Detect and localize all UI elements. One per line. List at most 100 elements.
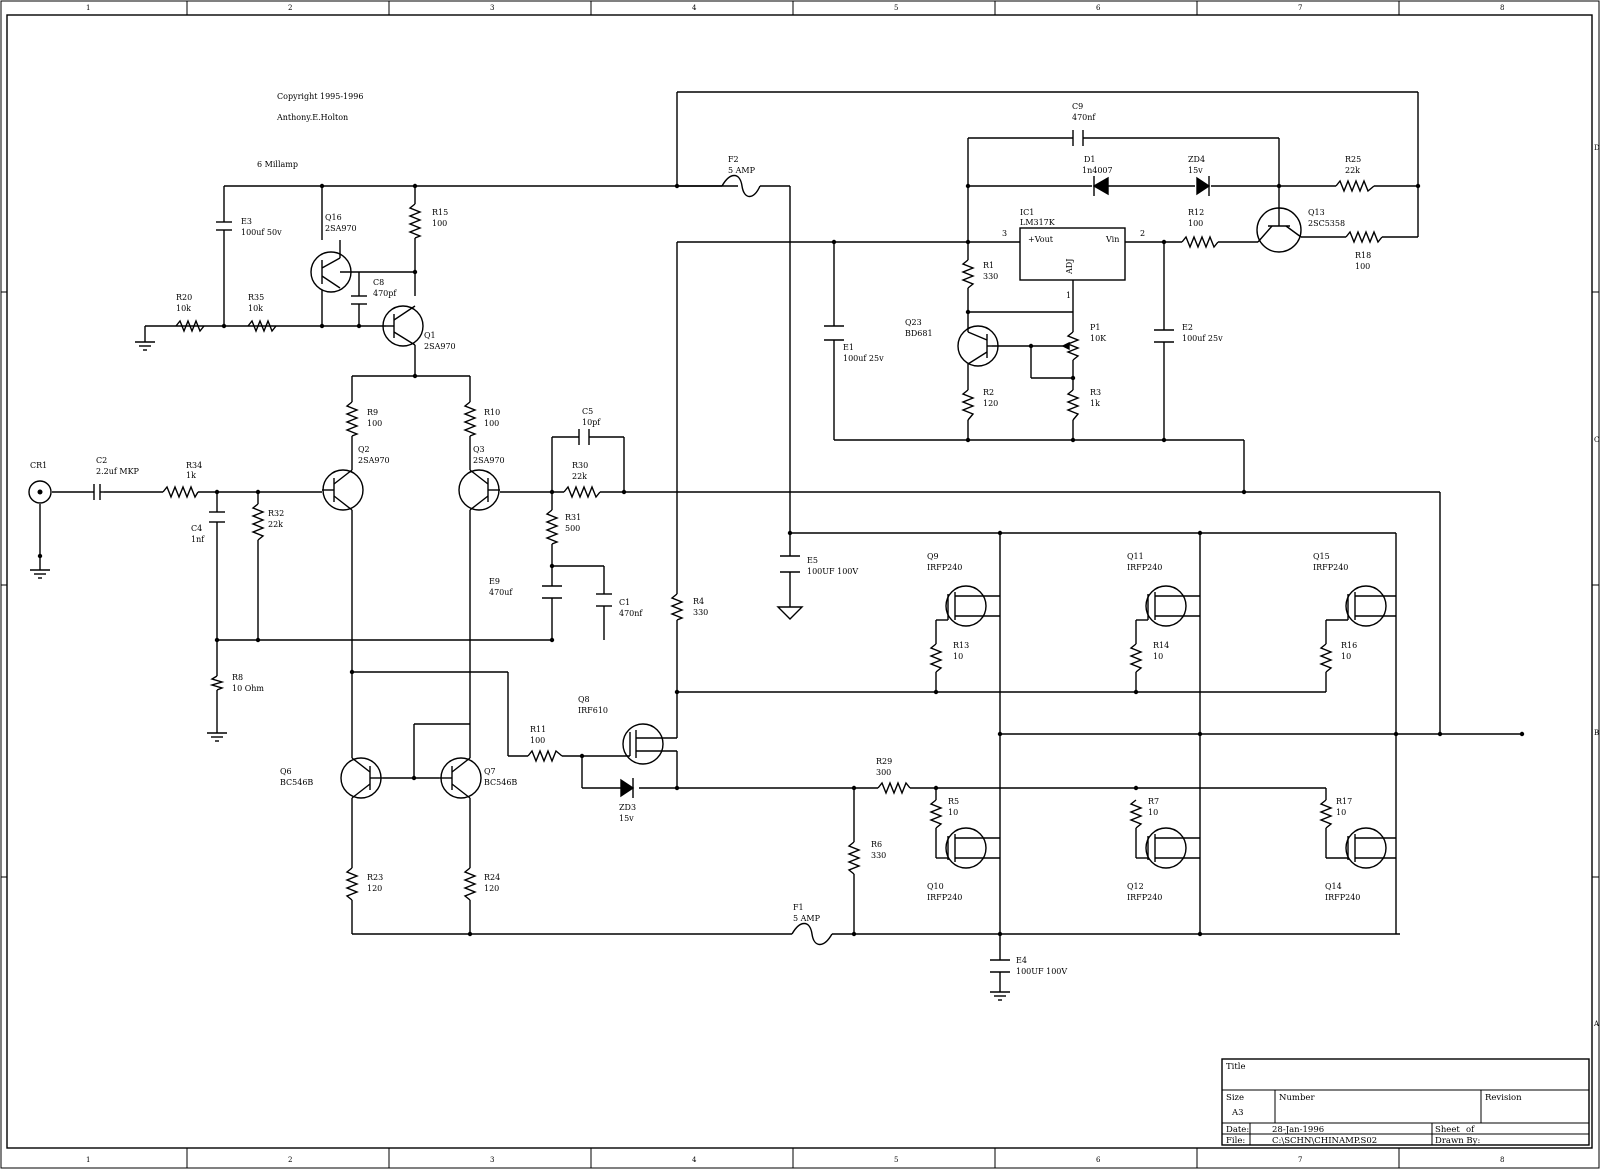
label-d1: D1 [1084, 155, 1096, 164]
label-q7-val: BC546B [484, 778, 517, 787]
transistor-q2 [322, 469, 364, 511]
label-c2: C2 [96, 456, 107, 465]
label-q9: Q9 [927, 552, 939, 561]
col-label: 6 [1096, 1156, 1101, 1164]
resistor-r1 [961, 259, 975, 289]
label-r34-val: 1k [186, 471, 196, 480]
label-r25-val: 22k [1345, 166, 1360, 175]
label-e4-val: 100UF 100V [1016, 967, 1067, 976]
fuse-f2 [721, 174, 761, 198]
fuses [721, 174, 833, 946]
col-label: 7 [1298, 1156, 1302, 1164]
label-r16-val: 10 [1341, 652, 1351, 661]
label-q8: Q8 [578, 695, 590, 704]
col-label: 5 [894, 4, 898, 12]
label-r14-val: 10 [1153, 652, 1163, 661]
col-label: 4 [692, 1156, 697, 1164]
label-e3: E3 [241, 217, 252, 226]
label-q1: Q1 [424, 331, 436, 340]
label-r7-val: 10 [1148, 808, 1158, 817]
resistor-r9 [345, 401, 359, 437]
label-p1: P1 [1090, 323, 1100, 332]
label-r29-val: 300 [876, 768, 891, 777]
col-label: 3 [490, 4, 494, 12]
label-e1: E1 [843, 343, 854, 352]
label-r4-val: 330 [693, 608, 708, 617]
label-r32-val: 22k [268, 520, 283, 529]
label-r10-val: 100 [484, 419, 499, 428]
label-r15-val: 100 [432, 219, 447, 228]
label-q13-val: 2SC5358 [1308, 219, 1345, 228]
label-q23: Q23 [905, 318, 922, 327]
label-q10-val: IRFP240 [927, 893, 962, 902]
col-label: 2 [288, 1156, 292, 1164]
label-ic1-vout: +Vout [1028, 235, 1054, 244]
label-ic1-pin3: 3 [1002, 229, 1007, 238]
date-label: Date: [1226, 1125, 1249, 1135]
label-r11-val: 100 [530, 736, 545, 745]
resistor-r10 [463, 401, 477, 437]
resistor-r4 [670, 593, 684, 621]
resistor-r8 [209, 675, 225, 691]
resistor-r12 [1181, 235, 1219, 249]
title-block: Title Size A3 Number Revision Date: 28-J… [1221, 1058, 1590, 1146]
diodes [620, 176, 1211, 798]
label-q7: Q7 [484, 767, 496, 776]
label-r24: R24 [484, 873, 500, 882]
wires [39, 91, 1522, 992]
label-r9: R9 [367, 408, 378, 417]
resistor-r11 [527, 749, 563, 763]
label-r15: R15 [432, 208, 448, 217]
label-q11: Q11 [1127, 552, 1144, 561]
label-q14-val: IRFP240 [1325, 893, 1360, 902]
transistor-q7 [439, 744, 482, 799]
label-r3-val: 1k [1090, 399, 1100, 408]
label-q12-val: IRFP240 [1127, 893, 1162, 902]
label-c2-val: 2.2uf MKP [96, 467, 140, 476]
col-label: 5 [894, 1156, 898, 1164]
label-r23-val: 120 [367, 884, 382, 893]
number-label: Number [1279, 1093, 1315, 1103]
label-r25: R25 [1345, 155, 1361, 164]
label-r29: R29 [876, 757, 892, 766]
resistor-r20 [175, 319, 205, 333]
transistor-q13 [1256, 207, 1302, 253]
label-q8-val: IRF610 [578, 706, 608, 715]
label-r20-val: 10k [176, 304, 191, 313]
label-r12: R12 [1188, 208, 1204, 217]
mosfet-q12 [1145, 827, 1200, 869]
label-q2-val: 2SA970 [358, 456, 390, 465]
label-r18-val: 100 [1355, 262, 1370, 271]
label-r31: R31 [565, 513, 581, 522]
zener-zd4 [1196, 176, 1211, 196]
transistor-q16 [310, 240, 352, 293]
label-q6-val: BC546B [280, 778, 313, 787]
label-e5-val: 100UF 100V [807, 567, 858, 576]
sheet-label: Sheet [1435, 1125, 1460, 1135]
resistor-r7 [1129, 799, 1143, 829]
ground-symbols [30, 341, 1010, 1001]
label-r30: R30 [572, 461, 588, 470]
label-c1-val: 470nf [619, 609, 643, 618]
label-ic1-val: LM317K [1020, 218, 1056, 227]
col-label: 3 [490, 1156, 494, 1164]
resistor-r29 [877, 781, 911, 795]
label-r1-val: 330 [983, 272, 998, 281]
label-r24-val: 120 [484, 884, 499, 893]
label-r6: R6 [871, 840, 882, 849]
resistor-r32 [251, 503, 265, 541]
label-r23: R23 [367, 873, 383, 882]
label-c8-val: 470pf [373, 289, 397, 298]
label-ic1-pin1: 1 [1066, 291, 1071, 300]
row-label: A [1593, 1020, 1600, 1028]
potentiometer-p1-wiper [1061, 341, 1070, 351]
diode-d1 [1092, 176, 1109, 196]
label-r35-val: 10k [248, 304, 263, 313]
col-label: 8 [1500, 4, 1504, 12]
label-p1-val: 10K [1090, 334, 1107, 343]
col-label: 4 [692, 4, 697, 12]
label-q23-val: BD681 [905, 329, 933, 338]
label-r31-val: 500 [565, 524, 580, 533]
